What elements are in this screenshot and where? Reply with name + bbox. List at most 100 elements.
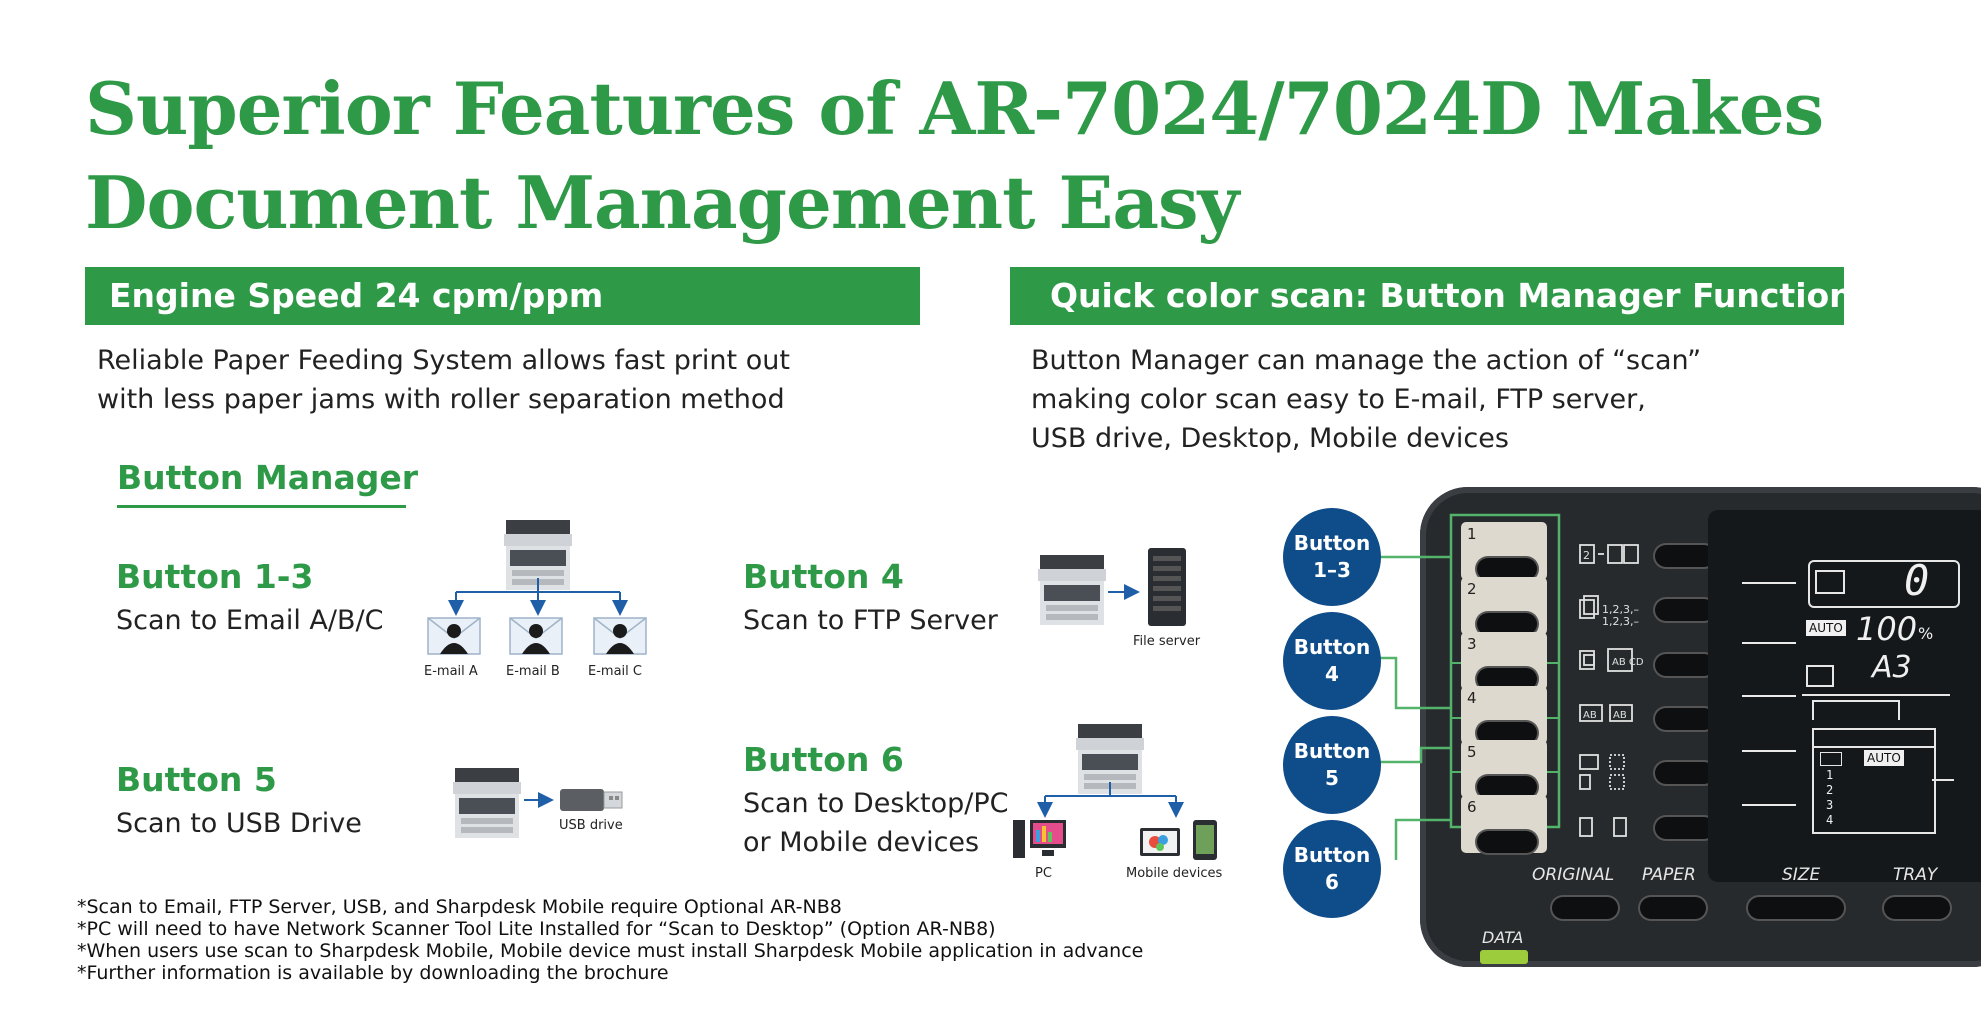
quick-scan-description: Button Manager can manage the action of … xyxy=(1031,341,1701,458)
copier-icon xyxy=(1038,555,1106,625)
copier-icon xyxy=(453,768,521,838)
pc-icon xyxy=(1013,820,1066,858)
duplex-button[interactable] xyxy=(1655,545,1715,567)
title-line-1: Superior Features of AR-7024/7024D Makes xyxy=(85,66,1824,151)
mobile-devices-label: Mobile devices xyxy=(1126,866,1223,881)
circle-number: 5 xyxy=(1325,766,1339,790)
panel-key-2[interactable]: 2 xyxy=(1461,577,1547,635)
panel-key-1[interactable]: 1 xyxy=(1461,522,1547,580)
footnote-2: *PC will need to have Network Scanner To… xyxy=(77,918,996,940)
footnote-3: *When users use scan to Sharpdesk Mobile… xyxy=(77,940,1144,962)
button-1-3-description: Scan to Email A/B/C xyxy=(116,605,384,636)
original-button[interactable] xyxy=(1552,897,1618,919)
lcd-tray-top xyxy=(1812,700,1900,720)
paper-button[interactable] xyxy=(1640,897,1706,919)
email-c-label: E-mail C xyxy=(588,664,642,679)
ab-button[interactable] xyxy=(1655,708,1715,730)
button-6-circle: Button 6 xyxy=(1283,820,1381,918)
key-button xyxy=(1477,668,1537,690)
footnote-4: *Further information is available by dow… xyxy=(77,962,669,984)
original-label: ORIGINAL xyxy=(1532,865,1615,885)
page-title: Superior Features of AR-7024/7024D Makes… xyxy=(85,62,1824,250)
button-4-description: Scan to FTP Server xyxy=(743,605,998,636)
circle-label: Button xyxy=(1293,739,1371,763)
key-number: 2 xyxy=(1467,580,1477,598)
key-number: 3 xyxy=(1467,635,1477,653)
lcd-marker-line xyxy=(1742,695,1796,697)
circle-number: 6 xyxy=(1325,870,1339,894)
footnote-1: *Scan to Email, FTP Server, USB, and Sha… xyxy=(77,896,842,918)
size-button[interactable] xyxy=(1748,897,1844,919)
tray-number: 1 xyxy=(1826,768,1834,782)
button-1-3-title: Button 1-3 xyxy=(116,557,314,596)
lcd-tray-numbers: 1 2 3 4 xyxy=(1826,768,1833,828)
tray-number: 3 xyxy=(1826,798,1834,812)
email-b-icon xyxy=(509,617,563,655)
panel-key-4[interactable]: 4 xyxy=(1461,686,1547,744)
quickscan-desc-line-3: USB drive, Desktop, Mobile devices xyxy=(1031,423,1509,454)
tray-number: 4 xyxy=(1826,813,1834,827)
circle-label: Button xyxy=(1293,635,1371,659)
data-label: DATA xyxy=(1482,928,1524,947)
lcd-auto-badge: AUTO xyxy=(1806,620,1846,636)
lcd-count-box xyxy=(1808,560,1960,608)
svg-text:1,2,3,–: 1,2,3,– xyxy=(1602,603,1639,616)
button-6-description: Scan to Desktop/PC or Mobile devices xyxy=(743,784,1009,862)
paper-label: PAPER xyxy=(1642,865,1696,885)
tray-button[interactable] xyxy=(1884,897,1950,919)
pc-label: PC xyxy=(1035,866,1052,881)
lcd-tray-auto-badge: AUTO xyxy=(1864,750,1904,766)
file-server-icon xyxy=(1148,548,1186,626)
tray-paper-icon xyxy=(1820,752,1842,766)
lcd-paper-size: A3 xyxy=(1872,650,1912,685)
svg-text:AB: AB xyxy=(1613,710,1627,721)
tray-label: TRAY xyxy=(1893,865,1938,885)
key-number: 5 xyxy=(1467,743,1477,761)
button-6-title: Button 6 xyxy=(743,740,904,779)
key-number: 6 xyxy=(1467,798,1477,816)
usb-drive-label: USB drive xyxy=(559,818,623,833)
engine-speed-description: Reliable Paper Feeding System allows fas… xyxy=(97,341,790,419)
panel-key-6[interactable]: 6 xyxy=(1461,795,1547,853)
key-button xyxy=(1477,722,1537,744)
button-1-3-circle: Button 1–3 xyxy=(1283,508,1381,606)
email-b-label: E-mail B xyxy=(506,664,560,679)
size-label: SIZE xyxy=(1782,865,1821,885)
panel-key-3[interactable]: 3 xyxy=(1461,632,1547,690)
button-5-title: Button 5 xyxy=(116,760,277,799)
panel-key-5[interactable]: 5 xyxy=(1461,740,1547,798)
quick-scan-heading: Quick color scan: Button Manager Functio… xyxy=(1010,267,1853,325)
engine-desc-line-2: with less paper jams with roller separat… xyxy=(97,384,785,415)
quickscan-desc-line-2: making color scan easy to E-mail, FTP se… xyxy=(1031,384,1646,415)
lcd-marker-line xyxy=(1742,750,1796,752)
key-button xyxy=(1477,613,1537,635)
sort-button[interactable] xyxy=(1655,599,1715,621)
svg-text:1,2,3,–: 1,2,3,– xyxy=(1602,615,1639,628)
key-button xyxy=(1477,831,1537,853)
tray-number: 2 xyxy=(1826,783,1834,797)
button-manager-underline xyxy=(117,505,406,508)
copy-icon xyxy=(1815,570,1845,594)
key-button xyxy=(1477,776,1537,798)
engine-speed-heading: Engine Speed 24 cpm/ppm xyxy=(85,267,920,325)
lcd-zoom-unit: % xyxy=(1918,624,1934,643)
two-up-button[interactable] xyxy=(1655,654,1715,676)
button-5-circle: Button 5 xyxy=(1283,716,1381,814)
button-6-desc-line-2: or Mobile devices xyxy=(743,827,980,858)
key-number: 4 xyxy=(1467,689,1477,707)
density-button[interactable] xyxy=(1655,817,1715,839)
lcd-tray-frame xyxy=(1812,728,1936,746)
svg-text:AB: AB xyxy=(1583,710,1597,721)
mobile-devices-icon xyxy=(1140,820,1217,860)
button-4-circle: Button 4 xyxy=(1283,612,1381,710)
engine-desc-line-1: Reliable Paper Feeding System allows fas… xyxy=(97,345,790,376)
email-c-icon xyxy=(593,617,647,655)
button-manager-heading: Button Manager xyxy=(117,458,418,497)
email-a-icon xyxy=(427,617,481,655)
email-a-label: E-mail A xyxy=(424,664,478,679)
lcd-marker-line xyxy=(1742,804,1796,806)
card-shot-button[interactable] xyxy=(1655,762,1715,784)
footnotes: *Scan to Email, FTP Server, USB, and Sha… xyxy=(77,896,1143,984)
title-line-2: Document Management Easy xyxy=(85,160,1239,245)
